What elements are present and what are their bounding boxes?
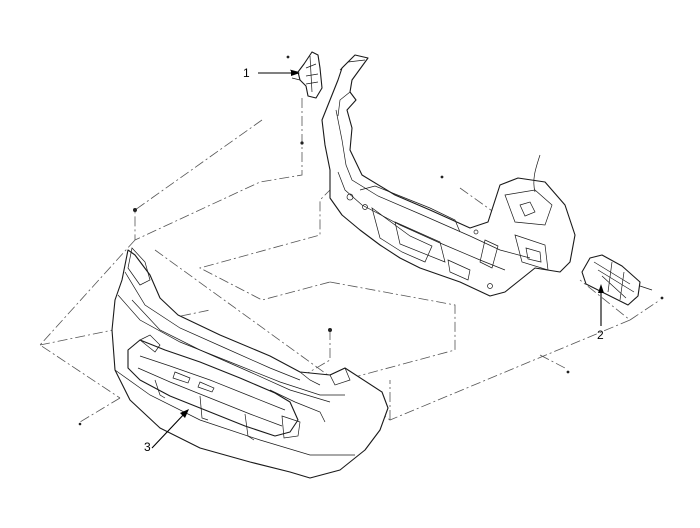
bumper-side-bracket-right: [581, 254, 653, 306]
bumper-reinforcement-beam: [127, 334, 301, 441]
callout-label-1: 1: [243, 66, 250, 80]
callout-label-2: 2: [597, 328, 604, 342]
bumper-side-bracket-left: [289, 51, 323, 99]
callout-leaders: [151, 70, 604, 449]
callout-label-3: 3: [144, 440, 151, 454]
rear-bumper-cover: [111, 247, 389, 479]
rear-body-panel: [321, 54, 576, 297]
fastener-bolts: [78, 55, 664, 426]
